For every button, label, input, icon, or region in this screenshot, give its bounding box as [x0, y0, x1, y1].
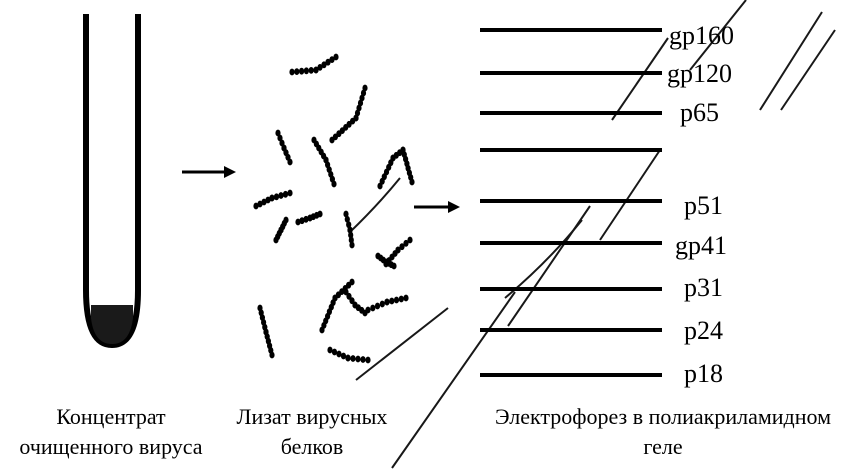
- tube-sediment: [91, 305, 133, 344]
- protein-dot: [399, 243, 405, 251]
- protein-dot: [346, 221, 352, 229]
- protein-dot: [273, 193, 280, 201]
- tube-caption: Концентрат очищенного вируса: [0, 402, 222, 462]
- lysate-caption-line2: белков: [280, 434, 344, 459]
- gel-caption-line1: Электрофорез в полиакриламидном: [495, 404, 831, 429]
- band-label-gp41: gp41: [675, 231, 727, 260]
- protein-dot: [313, 66, 319, 74]
- protein-dot: [349, 297, 355, 305]
- protein-dot: [295, 218, 301, 226]
- protein-dot: [336, 350, 342, 358]
- band-label-p65: p65: [680, 98, 719, 127]
- protein-dot: [398, 295, 404, 303]
- protein-dot: [391, 262, 397, 270]
- protein-dot: [331, 180, 337, 188]
- protein-dot: [294, 68, 300, 75]
- band-label-gp120: gp120: [667, 59, 732, 88]
- protein-dot: [277, 134, 283, 142]
- protein-dot: [345, 354, 351, 362]
- protein-dot: [393, 296, 400, 304]
- protein-dot: [303, 67, 309, 75]
- protein-dot: [370, 304, 376, 312]
- tube-caption-line2: очищенного вируса: [19, 434, 203, 459]
- band-label-p24: p24: [684, 316, 723, 345]
- gel-bands: [480, 28, 662, 377]
- protein-dot: [317, 210, 323, 218]
- gel-caption: Электрофорез в полиакриламидном геле: [470, 402, 856, 462]
- protein-dot: [409, 178, 415, 186]
- tube-outline: [83, 14, 141, 349]
- lysate-caption-line1: Лизат вирусных: [236, 404, 388, 429]
- test-tube: [83, 14, 141, 349]
- protein-dot: [299, 217, 305, 225]
- protein-dot: [257, 200, 263, 208]
- band-label-p18: p18: [684, 359, 723, 388]
- protein-dot: [279, 139, 285, 147]
- protein-dot: [403, 239, 409, 247]
- protein-dot: [374, 302, 381, 310]
- protein-dot: [362, 84, 368, 92]
- band-label-p31: p31: [684, 273, 723, 302]
- protein-dot: [365, 306, 371, 314]
- protein-dot: [349, 241, 355, 249]
- protein-dot: [389, 297, 395, 305]
- lysate-caption: Лизат вирусных белков: [222, 402, 402, 462]
- protein-dot: [265, 196, 271, 204]
- protein-dot: [269, 351, 275, 359]
- protein-dot: [333, 53, 339, 61]
- protein-dot: [350, 355, 356, 362]
- protein-dot: [346, 292, 352, 300]
- protein-dot: [317, 64, 323, 71]
- protein-dot: [355, 355, 361, 363]
- protein-dot: [287, 189, 293, 197]
- band-label-p51: p51: [684, 191, 723, 220]
- protein-dot: [407, 236, 413, 244]
- protein-dot: [331, 348, 338, 356]
- protein-fragments: [253, 53, 415, 364]
- protein-dot: [348, 231, 354, 239]
- protein-dot: [308, 67, 314, 74]
- arrow-to-gel: [414, 201, 460, 213]
- gel-caption-line2: геле: [643, 434, 683, 459]
- protein-dot: [261, 198, 267, 206]
- band-label-gp160: gp160: [669, 21, 734, 50]
- protein-dot: [283, 216, 289, 224]
- protein-dot: [282, 190, 289, 198]
- protein-dot: [395, 246, 401, 254]
- protein-dot: [379, 300, 385, 308]
- protein-dot: [329, 56, 335, 63]
- arrow-to-lysate: [182, 166, 236, 178]
- protein-dot: [360, 356, 366, 363]
- protein-dot: [403, 294, 409, 302]
- protein-dot: [349, 278, 355, 286]
- protein-dot: [340, 352, 347, 360]
- protein-dot: [278, 192, 284, 199]
- protein-dot: [253, 202, 259, 210]
- protein-dot: [275, 129, 281, 137]
- protein-dot: [343, 210, 349, 218]
- protein-dot: [365, 356, 371, 364]
- tube-caption-line1: Концентрат: [56, 404, 166, 429]
- protein-dot: [327, 346, 333, 354]
- protein-dot: [321, 61, 327, 69]
- protein-dot: [303, 215, 309, 223]
- protein-dot: [343, 288, 349, 296]
- protein-dot: [344, 215, 350, 223]
- protein-dot: [325, 58, 331, 66]
- protein-dot: [299, 67, 305, 75]
- protein-dot: [289, 68, 295, 76]
- protein-dot: [269, 194, 275, 202]
- protein-dot: [384, 298, 390, 306]
- protein-dot: [287, 158, 293, 166]
- watermark: [349, 0, 836, 469]
